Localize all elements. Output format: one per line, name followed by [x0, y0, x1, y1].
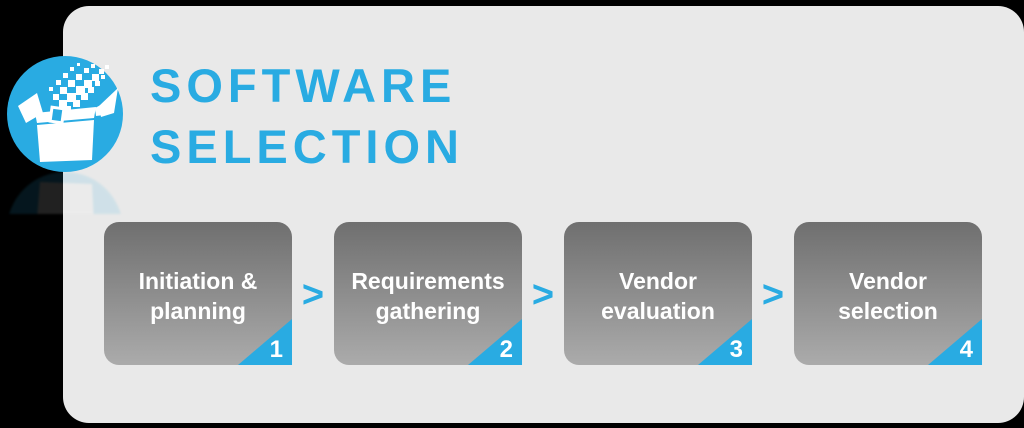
page-title: SOFTWARE SELECTION [150, 55, 464, 177]
step-number: 2 [499, 336, 513, 363]
chevron-right-icon: > [301, 273, 325, 316]
step-label-line2: gathering [375, 297, 481, 324]
step-number: 1 [269, 336, 283, 363]
step-corner-triangle [928, 319, 982, 365]
step-label-line1: Initiation & [138, 267, 258, 294]
software-box-icon [7, 56, 123, 172]
chevron-right-icon: > [761, 273, 785, 316]
step-label-line2: selection [838, 297, 938, 324]
step-corner-triangle [238, 319, 292, 365]
step-label-line2: evaluation [601, 297, 715, 324]
chevron-right-icon: > [531, 273, 555, 316]
step-label-line1: Vendor [619, 267, 697, 294]
step-number: 3 [729, 336, 743, 363]
step-requirements-gathering: Requirements gathering 2 [334, 222, 522, 365]
step-label-line1: Requirements [351, 267, 505, 294]
brand-icon-wrap [7, 56, 123, 172]
arrow-connector: > [292, 222, 334, 365]
step-label-line1: Vendor [849, 267, 927, 294]
arrow-connector: > [522, 222, 564, 365]
arrow-connector: > [752, 222, 794, 365]
process-steps: Initiation & planning 1 > Requirements g… [104, 222, 982, 365]
brand-icon-reflection [7, 172, 123, 214]
step-label-line2: planning [150, 297, 246, 324]
step-vendor-evaluation: Vendor evaluation 3 [564, 222, 752, 365]
page-title-line2: SELECTION [150, 120, 464, 173]
step-number: 4 [959, 336, 973, 363]
step-corner-triangle [698, 319, 752, 365]
page-title-line1: SOFTWARE [150, 59, 457, 112]
step-vendor-selection: Vendor selection 4 [794, 222, 982, 365]
step-initiation-planning: Initiation & planning 1 [104, 222, 292, 365]
step-corner-triangle [468, 319, 522, 365]
